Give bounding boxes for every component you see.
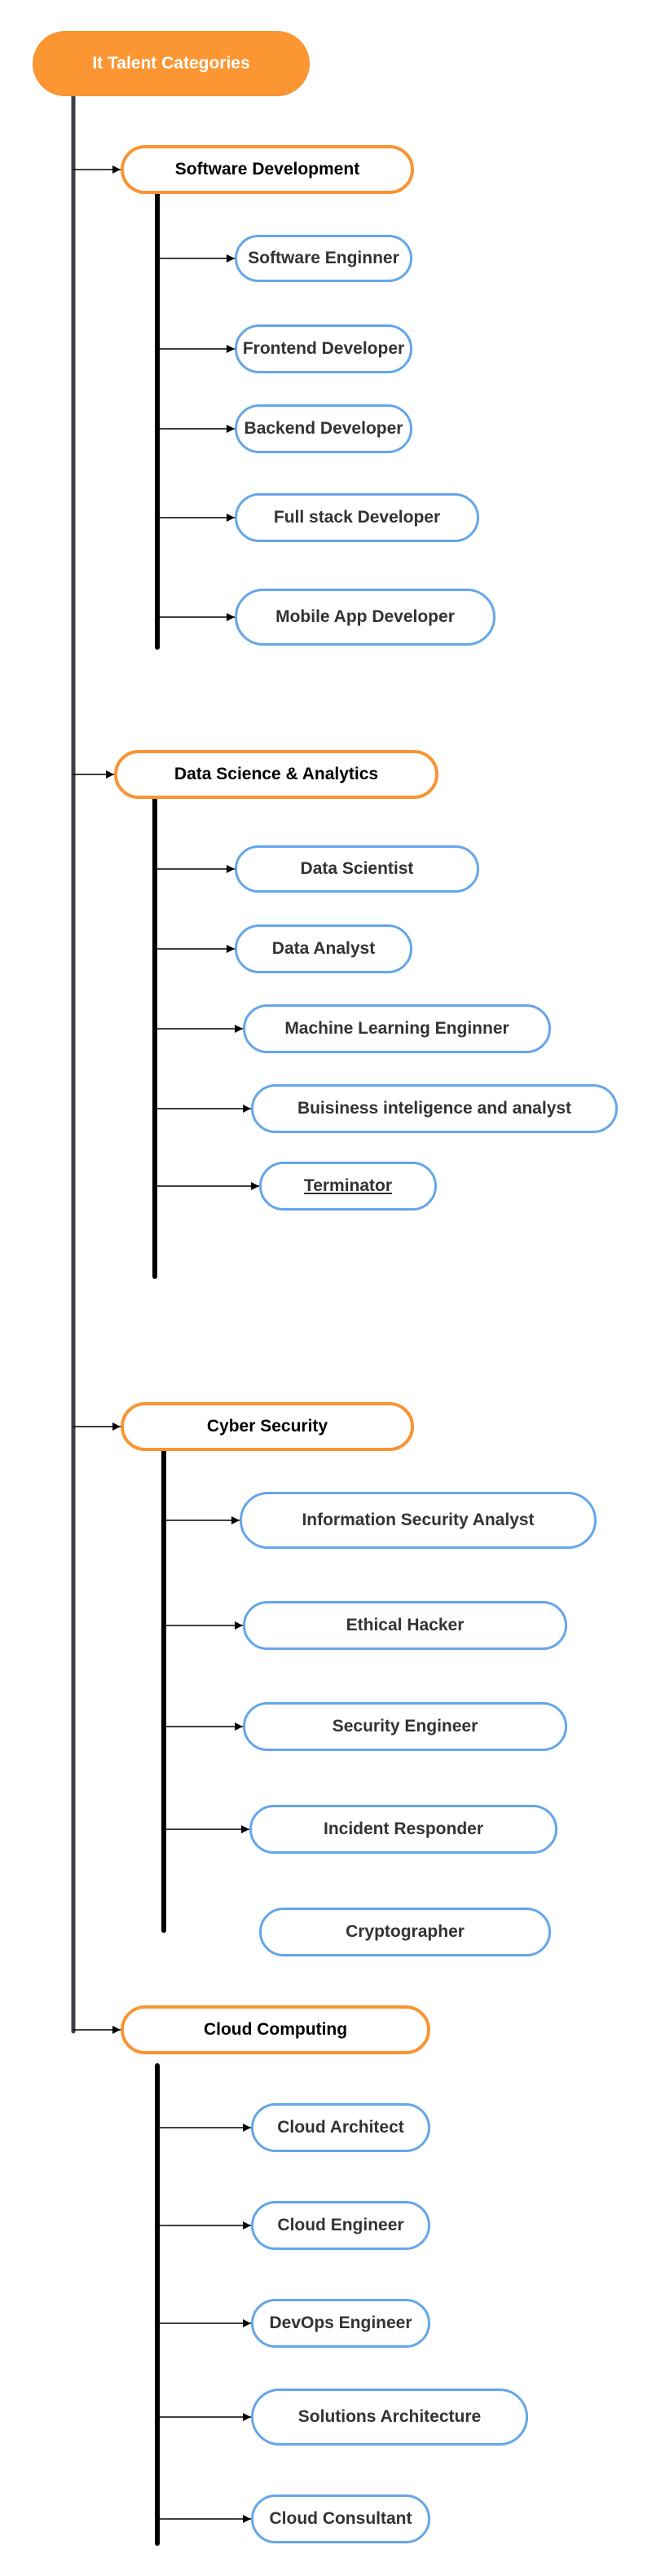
item-node-label: Mobile App Developer — [275, 607, 455, 626]
root-node-label: It Talent Categories — [92, 54, 250, 73]
category-node-label: Data Science & Analytics — [174, 765, 379, 783]
item-node-label: Cloud Engineer — [277, 2216, 404, 2234]
item-node[interactable]: Full stack Developer — [235, 493, 479, 542]
item-node-label: Cloud Consultant — [269, 2509, 412, 2528]
item-node[interactable]: Security Engineer — [243, 1702, 567, 1751]
item-node[interactable]: Cloud Consultant — [251, 2494, 430, 2543]
category-node[interactable]: Data Science & Analytics — [114, 750, 438, 799]
item-node[interactable]: Buisiness inteligence and analyst — [251, 1084, 618, 1133]
item-node[interactable]: Ethical Hacker — [243, 1601, 567, 1650]
category-node-label: Cyber Security — [206, 1417, 328, 1436]
item-node[interactable]: Data Analyst — [235, 924, 412, 973]
item-node[interactable]: Machine Learning Enginner — [243, 1004, 551, 1053]
item-node[interactable]: Frontend Developer — [235, 324, 412, 373]
item-node-label: Solutions Architecture — [297, 2407, 482, 2426]
item-node-label: Data Analyst — [271, 939, 376, 958]
item-node[interactable]: Cryptographer — [259, 1908, 551, 1956]
item-node[interactable]: Software Enginner — [235, 235, 412, 282]
item-node-label: Machine Learning Enginner — [284, 1019, 509, 1038]
item-node-label: Cryptographer — [346, 1922, 465, 1941]
item-node-label: Software Enginner — [248, 249, 399, 267]
item-node-label: Buisiness inteligence and analyst — [297, 1099, 572, 1118]
item-node-label: Incident Responder — [323, 1820, 484, 1838]
item-node-label: Ethical Hacker — [346, 1616, 465, 1634]
item-node[interactable]: Terminator — [259, 1162, 437, 1211]
category-node[interactable]: Cloud Computing — [121, 2005, 430, 2054]
item-node-label: Cloud Architect — [277, 2118, 404, 2137]
category-node-label: Software Development — [174, 160, 360, 179]
item-node-label: Information Security Analyst — [302, 1511, 535, 1529]
item-node-label: Full stack Developer — [273, 508, 441, 527]
item-node[interactable]: Information Security Analyst — [240, 1492, 597, 1549]
item-node-label: Terminator — [303, 1176, 393, 1195]
item-node[interactable]: Backend Developer — [235, 404, 412, 453]
category-node[interactable]: Cyber Security — [121, 1402, 414, 1451]
category-node-label: Cloud Computing — [203, 2020, 348, 2039]
item-node-label: Security Engineer — [332, 1717, 478, 1736]
item-node-label: Frontend Developer — [242, 339, 405, 358]
item-node-label: Data Scientist — [300, 859, 414, 878]
category-node[interactable]: Software Development — [121, 145, 414, 194]
item-node[interactable]: Cloud Engineer — [251, 2201, 430, 2250]
item-node-label: DevOps Engineer — [269, 2314, 412, 2332]
item-node[interactable]: Data Scientist — [235, 845, 479, 893]
item-node[interactable]: Mobile App Developer — [235, 589, 496, 646]
item-node[interactable]: Cloud Architect — [251, 2103, 430, 2152]
item-node[interactable]: Solutions Architecture — [251, 2389, 528, 2446]
item-node-label: Backend Developer — [244, 419, 403, 438]
item-node[interactable]: DevOps Engineer — [251, 2299, 430, 2348]
item-node[interactable]: Incident Responder — [249, 1805, 557, 1854]
root-node[interactable]: It Talent Categories — [33, 31, 310, 96]
